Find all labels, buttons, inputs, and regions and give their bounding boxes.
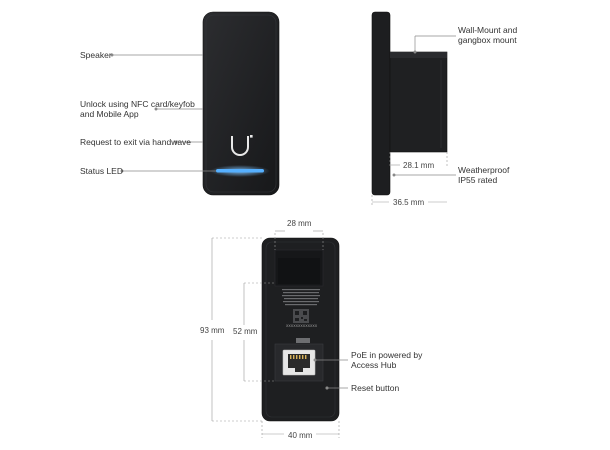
side-callout-lines — [392, 35, 456, 177]
ethernet-port-icon — [282, 349, 316, 376]
back-dimension-guides — [212, 233, 340, 438]
dimension-width: 40 mm — [288, 431, 313, 440]
callout-status-led: Status LED — [80, 166, 123, 176]
callout-weatherproof: Weatherproof IP55 rated — [458, 165, 510, 185]
dimension-depth: 28.1 mm — [403, 161, 435, 170]
callout-speaker: Speaker — [80, 50, 112, 60]
serial-number: XXXXXXXXXXXXX — [286, 325, 318, 329]
qr-code-icon — [293, 309, 309, 323]
callout-wall-mount: Wall-Mount and gangbox mount — [458, 25, 518, 45]
dimension-bracket-width: 28 mm — [287, 219, 312, 228]
side-dimension-arrows — [372, 164, 447, 203]
callout-poe: PoE in powered by Access Hub — [351, 350, 423, 370]
dimension-side-width: 36.5 mm — [393, 198, 425, 207]
callout-unlock-nfc: Unlock using NFC card/keyfob and Mobile … — [80, 99, 195, 119]
callout-reset-button: Reset button — [351, 383, 400, 393]
side-dimension-lines — [371, 152, 448, 205]
status-led — [216, 169, 264, 173]
back-dimension-arrows — [211, 230, 339, 435]
back-device — [261, 237, 340, 422]
dimension-height: 93 mm — [200, 326, 225, 335]
ubiquiti-logo-icon — [231, 135, 253, 156]
dimension-mount-height: 52 mm — [233, 327, 258, 336]
front-callout-lines — [110, 53, 216, 173]
front-device — [202, 11, 280, 196]
back-callout-lines — [313, 358, 348, 390]
callout-request-to-exit: Request to exit via handwave — [80, 137, 192, 147]
side-device — [371, 11, 448, 196]
